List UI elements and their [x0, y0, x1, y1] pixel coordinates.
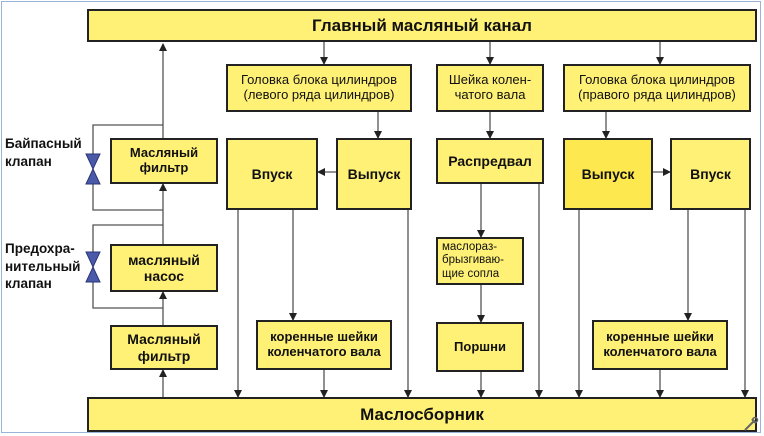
main-journals-left-box: коренные шейки коленчатого вала	[256, 320, 392, 370]
relief-valve-icon	[85, 251, 101, 283]
intake-left-box: Впуск	[226, 138, 318, 210]
main-oil-channel-box: Главный масляный канал	[87, 9, 757, 42]
relief-valve-label: Предохра- нительный клапан	[5, 241, 81, 292]
camshaft-box: Распредвал	[436, 138, 544, 184]
exhaust-right-box: Выпуск	[563, 138, 653, 210]
oil-pump-box: масляный насос	[110, 244, 218, 292]
oil-filter-top-box: Масляный фильтр	[110, 138, 218, 184]
oil-filter-bottom-box: Масляный фильтр	[110, 325, 218, 370]
cylinder-head-left-box: Головка блока цилиндров (левого ряда цил…	[226, 64, 412, 112]
pistons-box: Поршни	[436, 322, 524, 372]
intake-right-box: Впуск	[670, 138, 751, 210]
main-journals-right-box: коренные шейки коленчатого вала	[592, 320, 728, 370]
oil-spray-nozzles-box: маслораз- брызгиваю- щие сопла	[436, 237, 524, 285]
cylinder-head-right-box: Головка блока цилиндров (правого ряда ци…	[563, 64, 751, 112]
wrench-logo-icon	[744, 416, 759, 431]
exhaust-left-box: Выпуск	[336, 138, 412, 210]
oil-sump-box: Маслосборник	[87, 397, 757, 432]
bypass-valve-icon	[85, 153, 101, 185]
bypass-valve-label: Байпасный клапан	[5, 136, 82, 169]
crankshaft-neck-box: Шейка колен- чатого вала	[436, 64, 544, 112]
